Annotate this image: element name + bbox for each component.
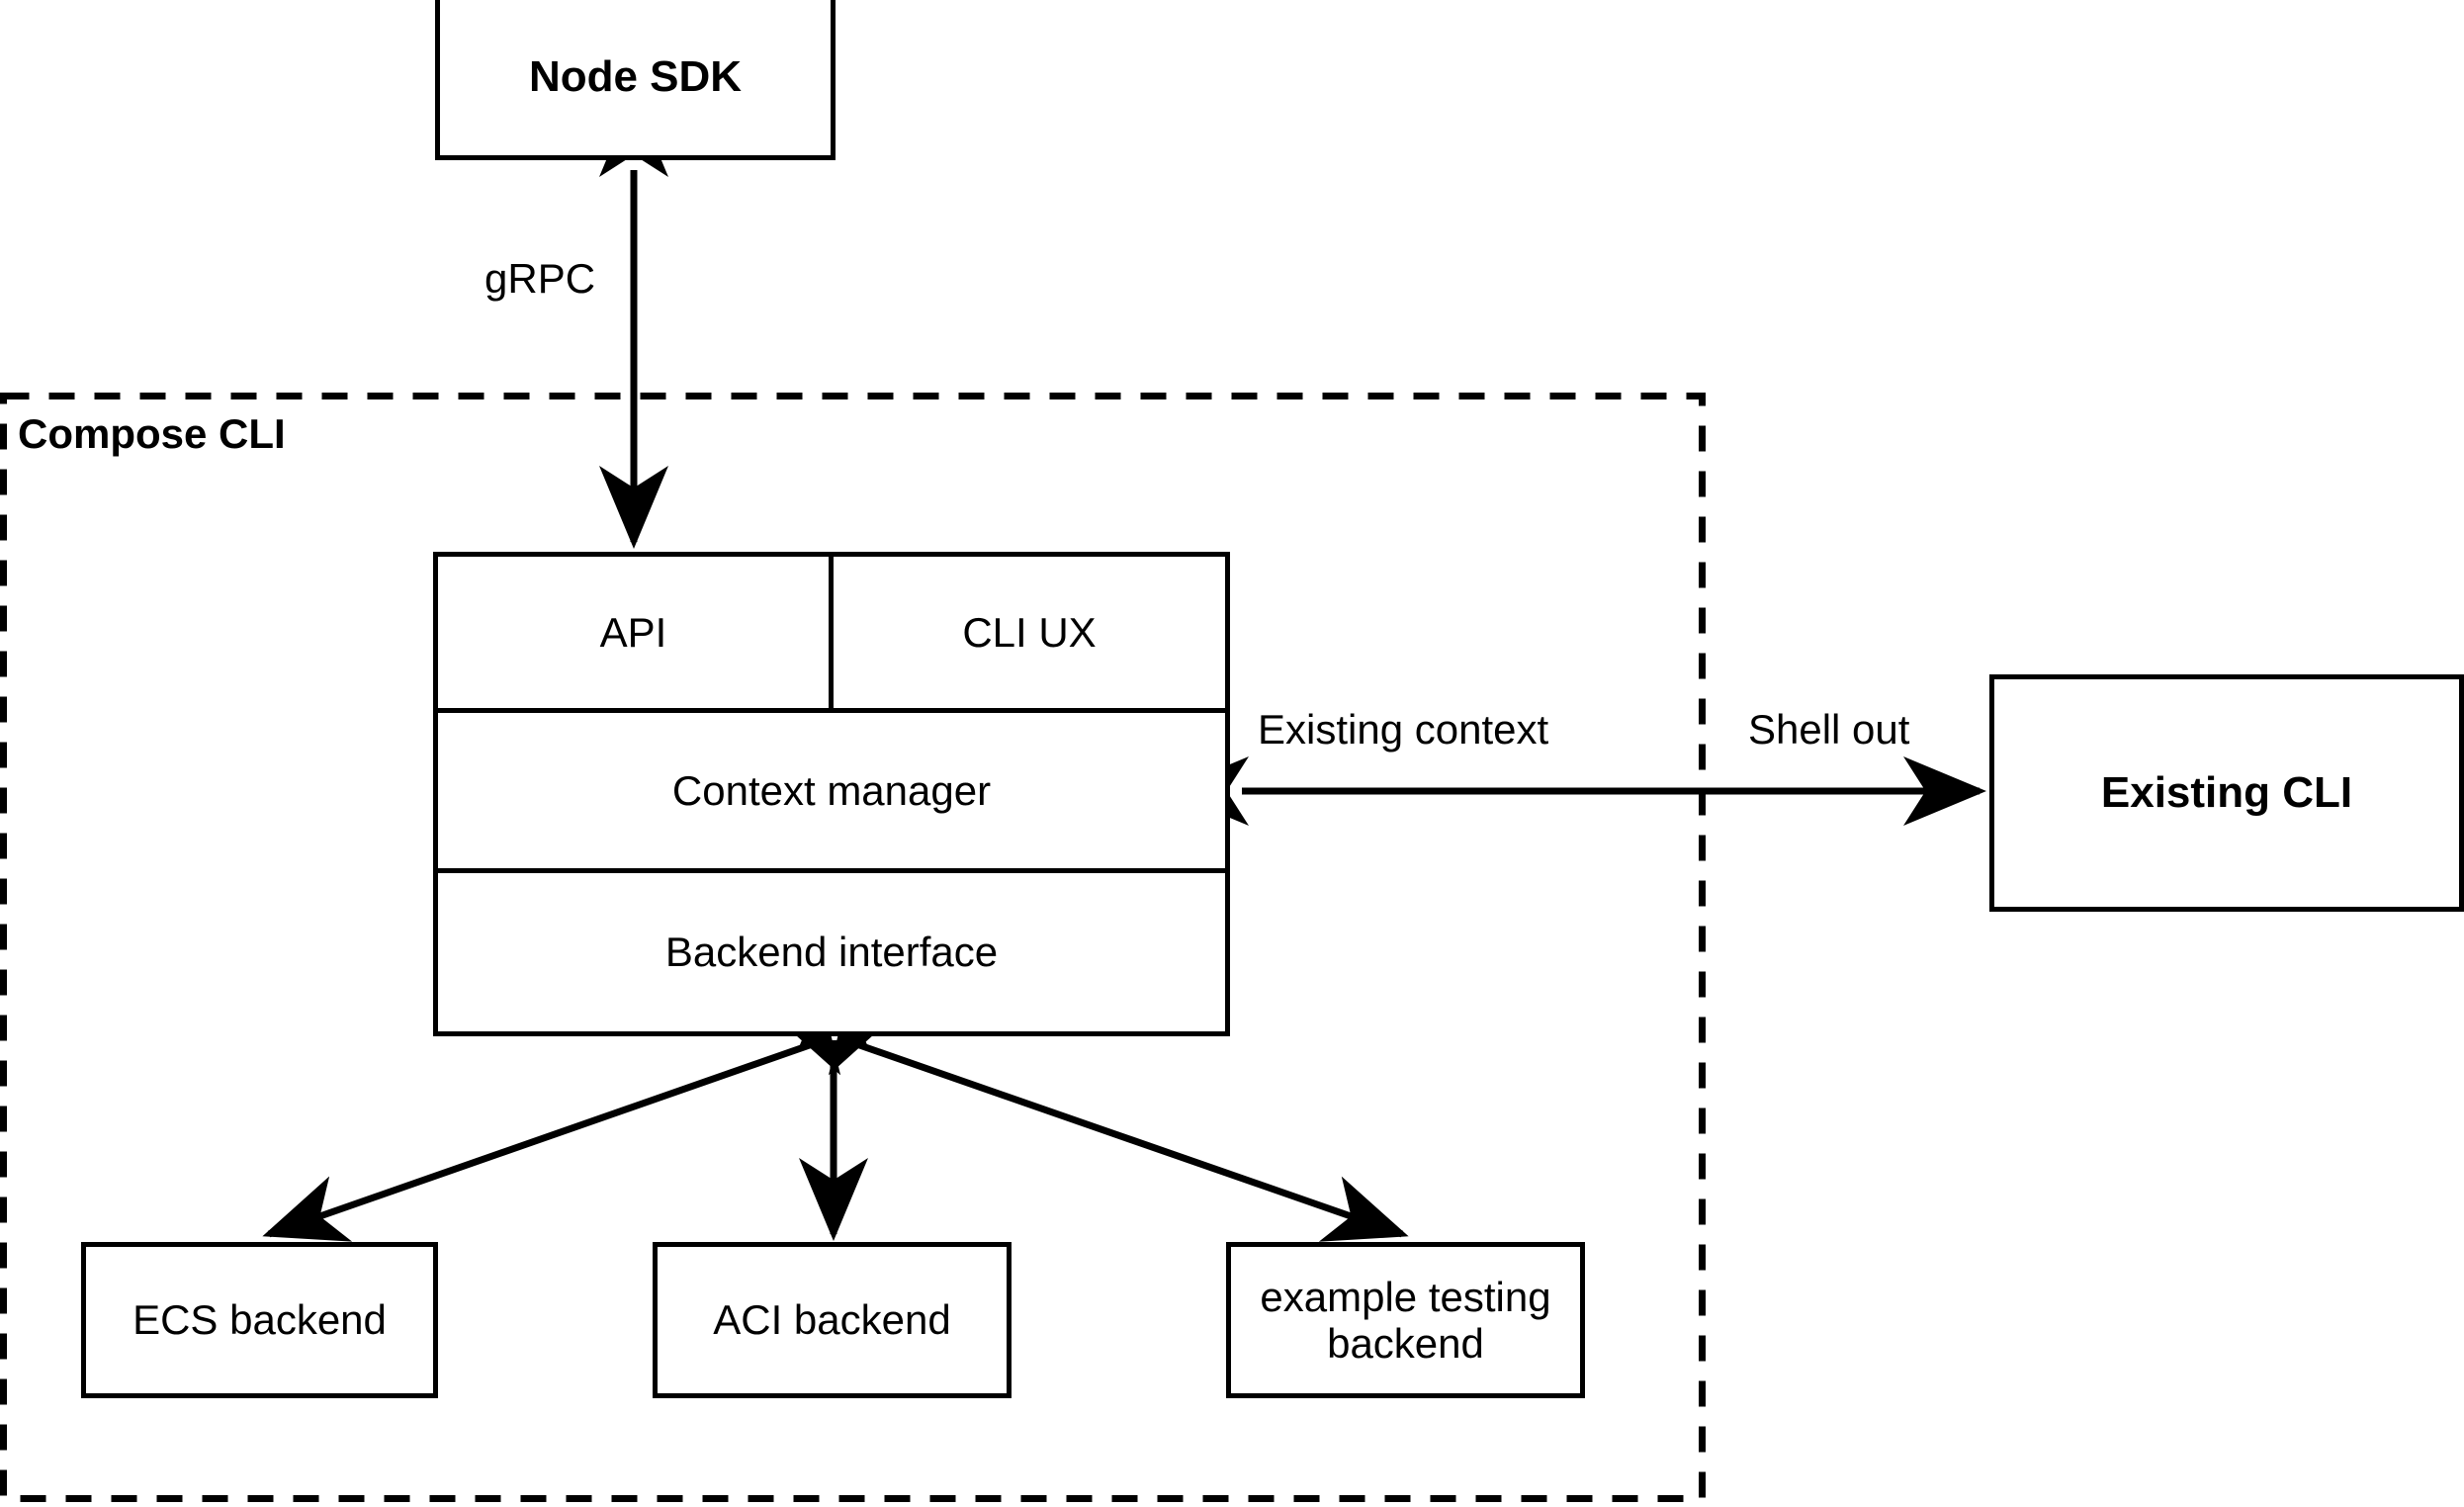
stack-row-api-cliux: API CLI UX: [438, 557, 1225, 713]
aci-backend-label: ACI backend: [713, 1296, 951, 1344]
node-node-sdk[interactable]: Node SDK: [435, 0, 836, 160]
node-context-manager[interactable]: Context manager: [438, 713, 1225, 873]
node-cli-ux[interactable]: CLI UX: [834, 557, 1225, 708]
connector-backend-example-testing: [773, 1010, 1409, 1242]
context-manager-label: Context manager: [671, 766, 992, 814]
node-api[interactable]: API: [438, 557, 834, 708]
edge-label-existing-context: Existing context: [1258, 706, 1549, 753]
ecs-backend-label: ECS backend: [132, 1296, 387, 1344]
existing-cli-label: Existing CLI: [2100, 768, 2353, 818]
node-sdk-label: Node SDK: [528, 52, 743, 102]
example-testing-backend-label: example testing backend: [1260, 1273, 1551, 1367]
compose-cli-boundary: [0, 393, 1706, 1502]
cli-ux-label: CLI UX: [962, 608, 1097, 656]
node-existing-cli[interactable]: Existing CLI: [1989, 674, 2464, 912]
edge-label-shell-out: Shell out: [1748, 706, 1910, 753]
compose-cli-boundary-label: Compose CLI: [18, 410, 286, 457]
edge-label-grpc: gRPC: [484, 255, 596, 302]
node-aci-backend[interactable]: ACI backend: [653, 1242, 1012, 1398]
api-label: API: [599, 608, 667, 656]
node-example-testing-backend[interactable]: example testing backend: [1226, 1242, 1585, 1398]
connector-backend-ecs: [262, 1010, 896, 1242]
backend-interface-label: Backend interface: [664, 929, 999, 975]
node-backend-interface[interactable]: Backend interface: [438, 873, 1225, 1031]
compose-cli-stack: API CLI UX Context manager Backend inter…: [433, 552, 1230, 1036]
node-ecs-backend[interactable]: ECS backend: [81, 1242, 438, 1398]
